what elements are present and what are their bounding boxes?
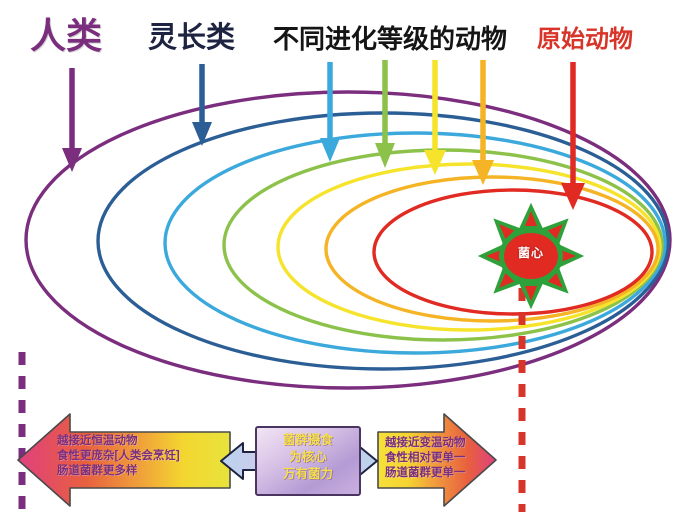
arrow-human [62, 68, 82, 172]
right-arrow-line-2: 食性相对更单一 [385, 452, 466, 464]
arrow-yellow [424, 60, 446, 175]
right-arrow-line-3: 肠道菌群更单一 [385, 467, 466, 479]
center-box-text: 菌群摄食 为核心 万有菌力 [260, 432, 356, 483]
ring-grade-cyan [163, 131, 667, 355]
center-box-line-2: 为核心 [289, 450, 327, 464]
core-star-label: 菌心 [517, 246, 544, 260]
left-arrow-line-1: 越接近恒温动物 [57, 435, 138, 447]
arrow-green [375, 60, 395, 168]
left-arrow-line-2: 食性更庞杂[人类会烹饪] [57, 450, 180, 462]
right-arrow-text: 越接近变温动物 食性相对更单一 肠道菌群更单一 [385, 436, 466, 481]
center-box-line-3: 万有菌力 [282, 467, 333, 481]
ring-primitive [372, 188, 654, 316]
right-arrow-line-1: 越接近变温动物 [385, 437, 466, 449]
label-primate: 灵长类 [148, 22, 236, 54]
left-arrow-line-3: 肠道菌群更多样 [57, 465, 138, 477]
pointer-arrow-group [62, 60, 585, 210]
arrow-primitive [561, 62, 585, 210]
left-arrow-text: 越接近恒温动物 食性更庞杂[人类会烹饪] 肠道菌群更多样 [57, 434, 180, 479]
arrow-cyan [320, 62, 340, 162]
ring-grade-yellow [276, 162, 662, 332]
gut-core-star [477, 202, 585, 310]
right-gradient-arrow [377, 413, 497, 507]
center-gradient-box [255, 426, 361, 496]
label-primitive-animals: 原始动物 [537, 26, 633, 53]
label-evolution-grades: 不同进化等级的动物 [273, 24, 508, 54]
arrow-orange [472, 60, 494, 185]
ring-human [24, 90, 672, 390]
ring-grade-orange [324, 175, 660, 323]
arrow-primate [192, 64, 212, 146]
label-human: 人类 [30, 15, 103, 56]
center-box-line-1: 菌群摄食 [282, 433, 333, 447]
